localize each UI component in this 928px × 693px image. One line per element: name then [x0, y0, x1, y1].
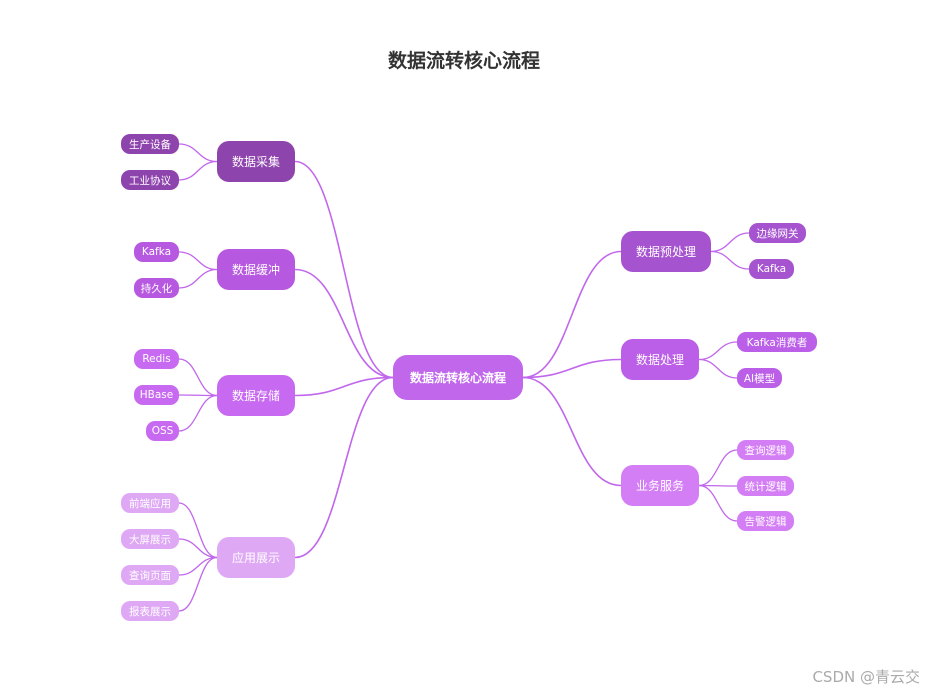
- connector-branch-leaf: [178, 556, 218, 612]
- connector-branch-leaf: [178, 358, 218, 397]
- leaf-node[interactable]: 工业协议: [121, 170, 179, 190]
- branch-node[interactable]: 数据处理: [621, 339, 699, 380]
- connector-branch-leaf: [698, 358, 738, 379]
- leaf-node[interactable]: 大屏展示: [121, 529, 179, 549]
- connector-branch-leaf: [178, 160, 218, 181]
- leaf-node[interactable]: 前端应用: [121, 493, 179, 513]
- leaf-node[interactable]: Kafka: [749, 259, 794, 279]
- connector-branch-leaf: [710, 232, 750, 253]
- connector-root-branch: [522, 250, 622, 379]
- connector-branch-leaf: [698, 449, 738, 487]
- connector-branch-leaf: [698, 484, 738, 522]
- connector-branch-leaf: [178, 394, 218, 432]
- connector-branch-leaf: [178, 502, 218, 559]
- branch-node[interactable]: 数据预处理: [621, 231, 711, 272]
- leaf-node[interactable]: AI模型: [737, 368, 782, 388]
- connector-branch-leaf: [698, 484, 738, 487]
- watermark: CSDN @青云交: [812, 668, 920, 686]
- leaf-node[interactable]: OSS: [146, 421, 179, 441]
- branch-node[interactable]: 业务服务: [621, 465, 699, 506]
- branch-node[interactable]: 数据缓冲: [217, 249, 295, 290]
- branch-node[interactable]: 应用展示: [217, 537, 295, 578]
- root-node[interactable]: 数据流转核心流程: [393, 355, 523, 400]
- connector-root-branch: [522, 376, 622, 487]
- branch-node[interactable]: 数据采集: [217, 141, 295, 182]
- leaf-node[interactable]: 告警逻辑: [737, 511, 794, 531]
- diagram-title: 数据流转核心流程: [387, 50, 540, 72]
- leaf-node[interactable]: 生产设备: [121, 134, 179, 154]
- leaf-node[interactable]: Kafka: [134, 242, 179, 262]
- connector-branch-leaf: [710, 250, 750, 270]
- leaf-node[interactable]: 查询逻辑: [737, 440, 794, 460]
- branch-node[interactable]: 数据存储: [217, 375, 295, 416]
- leaf-node[interactable]: 报表展示: [121, 601, 179, 621]
- leaf-node[interactable]: 查询页面: [121, 565, 179, 585]
- leaf-node[interactable]: 统计逻辑: [737, 476, 794, 496]
- connector-branch-leaf: [178, 394, 218, 397]
- connector-root-branch: [294, 268, 394, 379]
- leaf-node[interactable]: Kafka消费者: [737, 332, 817, 352]
- connector-root-branch: [294, 376, 394, 397]
- leaf-node[interactable]: 持久化: [134, 278, 179, 298]
- leaf-node[interactable]: Redis: [134, 349, 179, 369]
- connector-root-branch: [294, 376, 394, 559]
- leaf-node[interactable]: 边缘网关: [749, 223, 806, 243]
- connector-root-branch: [522, 358, 622, 379]
- connector-root-branch: [294, 160, 394, 379]
- connector-branch-leaf: [698, 341, 738, 361]
- connector-branch-leaf: [178, 143, 218, 163]
- connector-branch-leaf: [178, 268, 218, 289]
- leaf-node[interactable]: HBase: [134, 385, 179, 405]
- connector-branch-leaf: [178, 251, 218, 271]
- connector-branch-leaf: [178, 538, 218, 559]
